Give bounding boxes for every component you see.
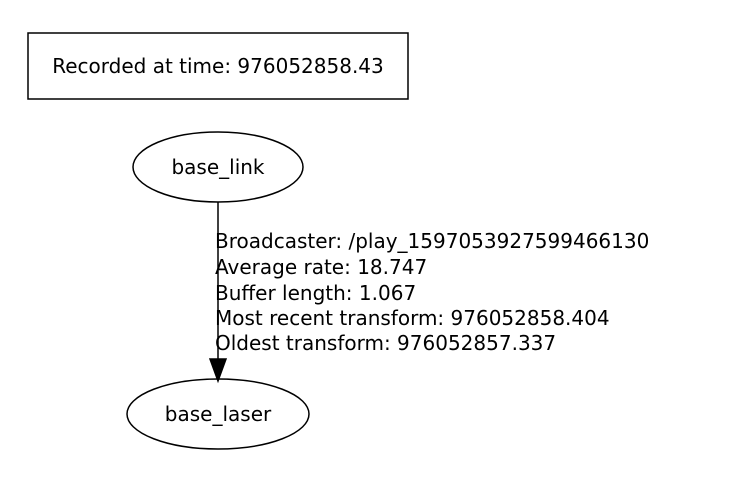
node-base-laser-label: base_laser bbox=[165, 402, 272, 426]
edge-label-broadcaster: Broadcaster: /play_1597053927599466130 bbox=[215, 229, 649, 253]
node-base-link-label: base_link bbox=[171, 155, 264, 179]
edge-label-buffer-length: Buffer length: 1.067 bbox=[215, 281, 416, 305]
node-base-link[interactable]: base_link bbox=[132, 131, 304, 203]
edge-label-most-recent-transform: Most recent transform: 976052858.404 bbox=[215, 306, 610, 330]
edge-arrowhead bbox=[208, 358, 228, 384]
recorded-time-label: Recorded at time: 976052858.43 bbox=[52, 54, 384, 78]
edge-label: Broadcaster: /play_1597053927599466130 A… bbox=[215, 229, 656, 355]
edge-label-oldest-transform: Oldest transform: 976052857.337 bbox=[215, 331, 556, 355]
edge-base-link-to-base-laser: Broadcaster: /play_1597053927599466130 A… bbox=[208, 202, 656, 384]
node-base-laser[interactable]: base_laser bbox=[126, 378, 310, 450]
recorded-time-frame bbox=[27, 32, 409, 100]
node-base-laser-shape bbox=[126, 378, 310, 450]
edge-label-average-rate: Average rate: 18.747 bbox=[215, 255, 427, 279]
recorded-time-box: Recorded at time: 976052858.43 bbox=[27, 32, 409, 100]
